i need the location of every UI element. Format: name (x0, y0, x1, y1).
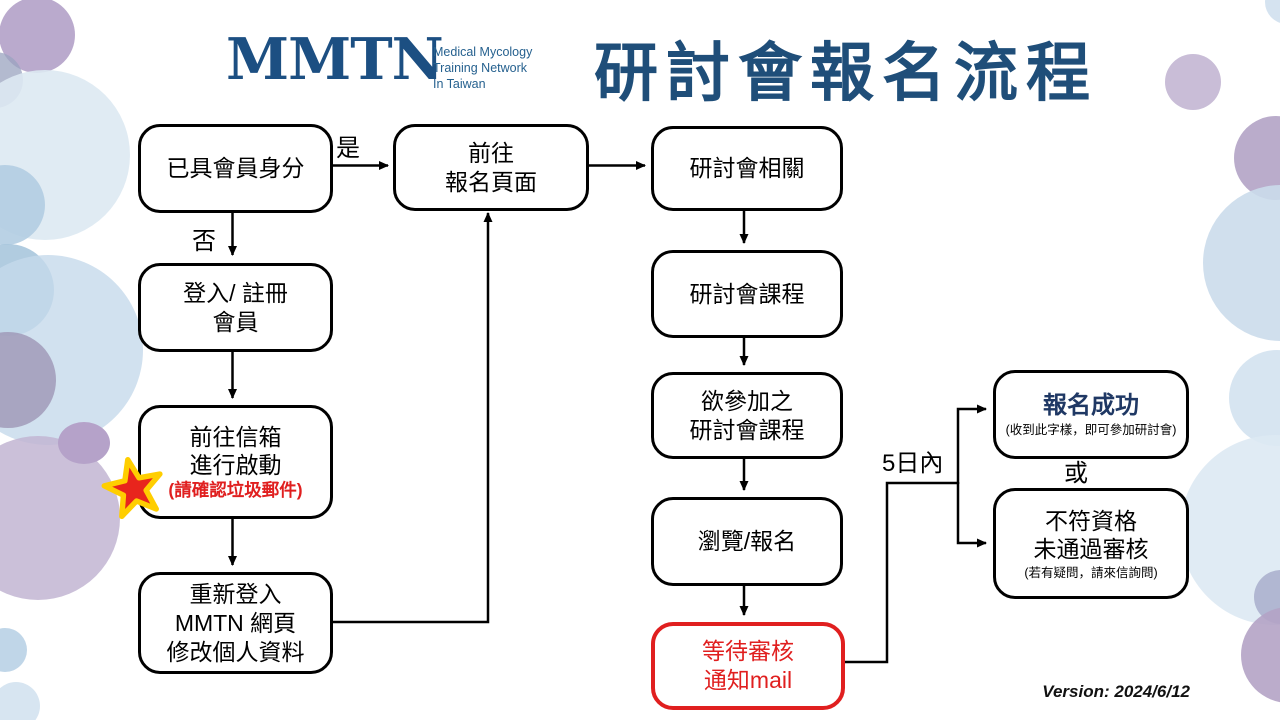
flow-node-goto-registration: 前往 報名頁面 (393, 124, 589, 211)
flow-node-note: (請確認垃圾郵件) (168, 480, 303, 500)
flow-node-login-register: 登入/ 註冊 會員 (138, 263, 333, 352)
flow-node-member: 已具會員身分 (138, 124, 333, 213)
flow-node-text: 報名成功 (1043, 391, 1139, 419)
star-icon (101, 457, 163, 520)
page-title: 研討會報名流程 (594, 37, 1098, 109)
flow-node-text: 前往信箱 (189, 424, 282, 450)
logo-subtitle-line: Medical Mycology (433, 45, 533, 59)
flow-node-text: MMTN 網頁 (174, 609, 297, 636)
flow-node-text: 進行啟動 (189, 452, 282, 478)
edge-label-within-days: 5日內 (882, 450, 944, 477)
flow-node-text: 報名頁面 (445, 168, 537, 195)
flow-node-seminar-course: 研討會課程 (651, 250, 843, 338)
logo-subtitle-line: In Taiwan (433, 77, 486, 91)
flow-node-text: 瀏覽/報名 (697, 528, 797, 554)
flow-node-relogin: 重新登入 MMTN 網頁 修改個人資料 (138, 572, 333, 674)
flow-node-wait-review: 等待審核 通知mail (651, 622, 845, 710)
edge-label-yes: 是 (336, 135, 360, 162)
flow-node-fail: 不符資格 未通過審核 (若有疑問，請來信詢問) (993, 488, 1189, 599)
flow-node-text: 研討會課程 (689, 280, 805, 307)
flow-node-text: 修改個人資料 (166, 638, 305, 665)
flow-node-course-select: 欲參加之 研討會課程 (651, 372, 843, 459)
flow-node-seminar-related: 研討會相關 (651, 126, 843, 211)
flow-node-text: 等待審核 (702, 638, 794, 664)
flow-node-text: 會員 (212, 308, 259, 335)
flow-node-text: 重新登入 (189, 580, 282, 607)
flow-node-text: 未通過審核 (1033, 535, 1149, 562)
connector-branch-to-fail (956, 482, 987, 548)
flow-node-mailbox-activate: 前往信箱 進行啟動 (請確認垃圾郵件) (138, 405, 333, 519)
flow-node-text: 不符資格 (1045, 507, 1137, 534)
flow-node-text: 研討會課程 (689, 416, 805, 443)
mmtn-logo-subtitle: Medical Mycology Training Network In Tai… (433, 44, 532, 92)
connector-wait-to-branch (841, 481, 958, 664)
mmtn-logo: MMTN (226, 26, 444, 93)
flow-node-success: 報名成功 (收到此字樣，即可參加研討會) (993, 370, 1189, 459)
flow-node-text: 研討會相關 (689, 155, 805, 181)
connector-branch-to-success (956, 404, 987, 484)
connector-relogin-to-gotoreg (327, 212, 493, 624)
edge-label-no: 否 (192, 228, 216, 255)
flow-node-text: 通知mail (703, 667, 793, 693)
flow-node-note: (收到此字樣，即可參加研討會) (1005, 422, 1177, 437)
edge-label-or: 或 (1064, 460, 1088, 487)
version-label: Version: 2024/6/12 (1042, 682, 1190, 701)
flow-node-text: 已具會員身分 (166, 155, 305, 181)
flow-node-browse-register: 瀏覽/報名 (651, 497, 843, 586)
flow-node-text: 欲參加之 (701, 387, 793, 414)
logo-subtitle-line: Training Network (433, 61, 528, 75)
flow-node-text: 前往 (468, 139, 514, 166)
flow-node-note: (若有疑問，請來信詢問) (1024, 565, 1158, 580)
flow-node-text: 登入/ 註冊 (183, 279, 288, 306)
